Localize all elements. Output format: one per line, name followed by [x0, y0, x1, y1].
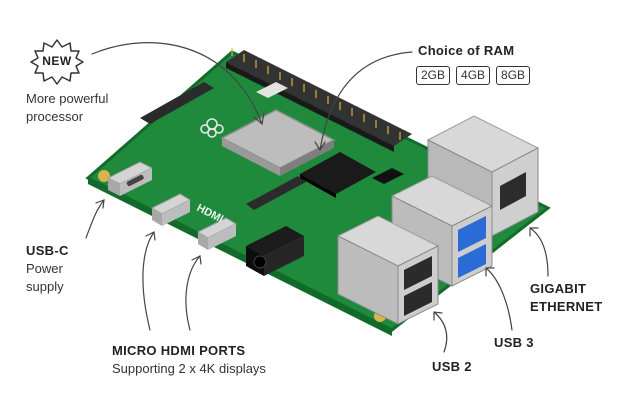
- usb3-label: USB 3: [494, 335, 534, 350]
- ram-title: Choice of RAM: [418, 43, 515, 58]
- arrow-hdmi-1-head: [145, 231, 156, 241]
- arrow-hdmi-1: [142, 231, 155, 331]
- arrow-ram: [319, 51, 413, 151]
- arrow-hdmi-2: [185, 255, 201, 331]
- usb3-port-stack: [390, 175, 494, 287]
- arrow-usbc-head: [95, 199, 105, 209]
- arrow-ethernet: [529, 227, 549, 277]
- audio-jack: [246, 226, 304, 276]
- ram-options: 2GB 4GB 8GB: [416, 66, 531, 85]
- ram-option-2gb: 2GB: [416, 66, 451, 85]
- processor-label-line1: More powerful: [26, 91, 109, 106]
- arrow-processor: [91, 42, 263, 125]
- hdmi-subtitle: Supporting 2 x 4K displays: [112, 361, 266, 376]
- usbc-line2: supply: [26, 279, 64, 294]
- small-component: [372, 168, 404, 184]
- ram-option-8gb: 8GB: [496, 66, 531, 85]
- camera-connector: [246, 176, 306, 210]
- arrow-usb3: [485, 267, 513, 331]
- arrow-usb2: [433, 311, 448, 353]
- arrow-usbc: [85, 199, 105, 239]
- arrow-usb2-head: [433, 311, 443, 321]
- arrow-ram-head: [314, 141, 326, 152]
- usb2-label: USB 2: [432, 359, 472, 374]
- ram-chip: [300, 152, 376, 198]
- mounting-hole: [98, 170, 110, 182]
- arrow-usb3-head: [485, 267, 495, 277]
- arrow-hdmi-2-head: [191, 255, 202, 265]
- new-starburst-badge: [30, 39, 84, 85]
- micro-hdmi-port-2: [196, 217, 238, 250]
- processor-label-line2: processor: [26, 109, 84, 124]
- arrow-ethernet-head: [529, 227, 539, 237]
- ethernet-line2: ETHERNET: [530, 299, 603, 314]
- usb-c-port: [106, 161, 154, 196]
- gpio-header: [226, 48, 412, 152]
- small-component: [256, 82, 288, 98]
- ram-option-4gb: 4GB: [456, 66, 491, 85]
- usbc-title: USB-C: [26, 243, 69, 258]
- display-connector: [140, 82, 214, 124]
- hdmi-title: MICRO HDMI PORTS: [112, 343, 246, 358]
- usb2-port-stack: [336, 215, 440, 325]
- ethernet-line1: GIGABIT: [530, 281, 587, 296]
- micro-hdmi-port-1: [150, 193, 192, 226]
- usbc-line1: Power: [26, 261, 63, 276]
- arrow-processor-head: [253, 112, 265, 126]
- new-badge-text: NEW: [42, 54, 72, 68]
- raspberry-logo-icon: [200, 118, 224, 138]
